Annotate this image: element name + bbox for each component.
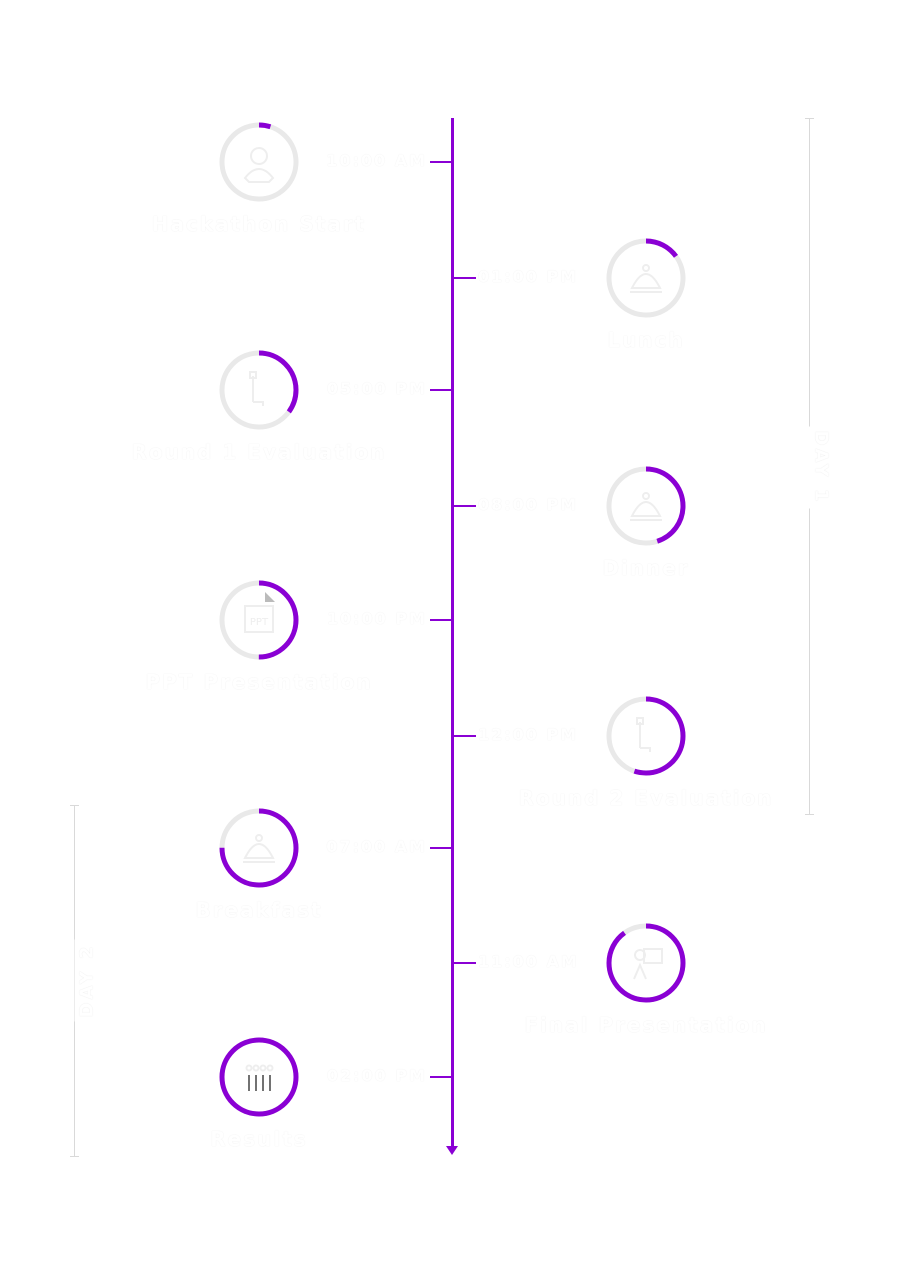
event-label: Breakfast xyxy=(195,898,323,922)
progress-ring xyxy=(219,122,299,202)
presentation-icon xyxy=(633,948,663,980)
food-icon xyxy=(243,834,275,863)
person-icon xyxy=(243,147,275,183)
event-ppt-presentation-ring: PPT xyxy=(217,578,301,662)
timeline-tick xyxy=(430,389,454,391)
event-label: Hackathon Start xyxy=(151,212,367,236)
event-time: 07:00 AM xyxy=(326,837,427,856)
event-time: 10:00 PM xyxy=(326,609,427,628)
event-dinner-ring xyxy=(604,464,688,548)
event-time: 12:00 PM xyxy=(478,725,579,744)
timeline-tick xyxy=(452,735,476,737)
event-final-presentation-ring xyxy=(604,921,688,1005)
timeline-tick xyxy=(430,847,454,849)
svg-text:PPT: PPT xyxy=(250,617,269,628)
event-label: Lunch xyxy=(607,328,685,352)
progress-ring xyxy=(606,923,686,1003)
event-round-2-evaluation-ring xyxy=(604,694,688,778)
event-label: Round 2 Evaluation xyxy=(518,786,774,810)
timeline-tick xyxy=(430,619,454,621)
event-label: Round 1 Evaluation xyxy=(131,440,387,464)
progress-ring xyxy=(606,696,686,776)
event-time: 11:00 AM xyxy=(478,952,579,971)
event-label: Results xyxy=(210,1127,308,1151)
timeline-arrow-icon xyxy=(446,1146,458,1155)
timeline-tick xyxy=(430,1076,454,1078)
timeline-tick xyxy=(430,161,454,163)
event-breakfast-ring xyxy=(217,806,301,890)
day1-label: DAY 1 xyxy=(808,426,834,509)
event-time: 10:00 AM xyxy=(326,151,427,170)
clipboard-icon xyxy=(249,371,264,406)
event-time: 05:00 PM xyxy=(326,379,427,398)
timeline-tick xyxy=(452,505,476,507)
event-label: Final Presentation xyxy=(524,1013,768,1037)
event-time: 08:00 PM xyxy=(478,495,579,514)
event-results-ring xyxy=(217,1035,301,1119)
day2-label: DAY 2 xyxy=(74,939,100,1022)
results-icon xyxy=(245,1064,274,1091)
progress-ring xyxy=(219,580,299,660)
event-label: PPT Presentation xyxy=(145,670,373,694)
clipboard-icon xyxy=(636,717,651,752)
timeline-tick xyxy=(452,277,476,279)
ppt-file-icon: PPT xyxy=(244,592,275,633)
timeline-axis xyxy=(451,118,454,1150)
event-time: 02:00 PM xyxy=(326,1066,427,1085)
food-icon xyxy=(630,492,662,521)
progress-ring xyxy=(606,238,686,318)
timeline-tick xyxy=(452,962,476,964)
event-time: 01:00 PM xyxy=(478,267,579,286)
progress-ring xyxy=(219,808,299,888)
event-hackathon-start-ring xyxy=(217,120,301,204)
event-label: Dinner xyxy=(602,556,690,580)
food-icon xyxy=(630,264,662,293)
event-lunch-ring xyxy=(604,236,688,320)
progress-ring xyxy=(219,350,299,430)
progress-ring xyxy=(219,1037,299,1117)
event-round-1-evaluation-ring xyxy=(217,348,301,432)
progress-ring xyxy=(606,466,686,546)
